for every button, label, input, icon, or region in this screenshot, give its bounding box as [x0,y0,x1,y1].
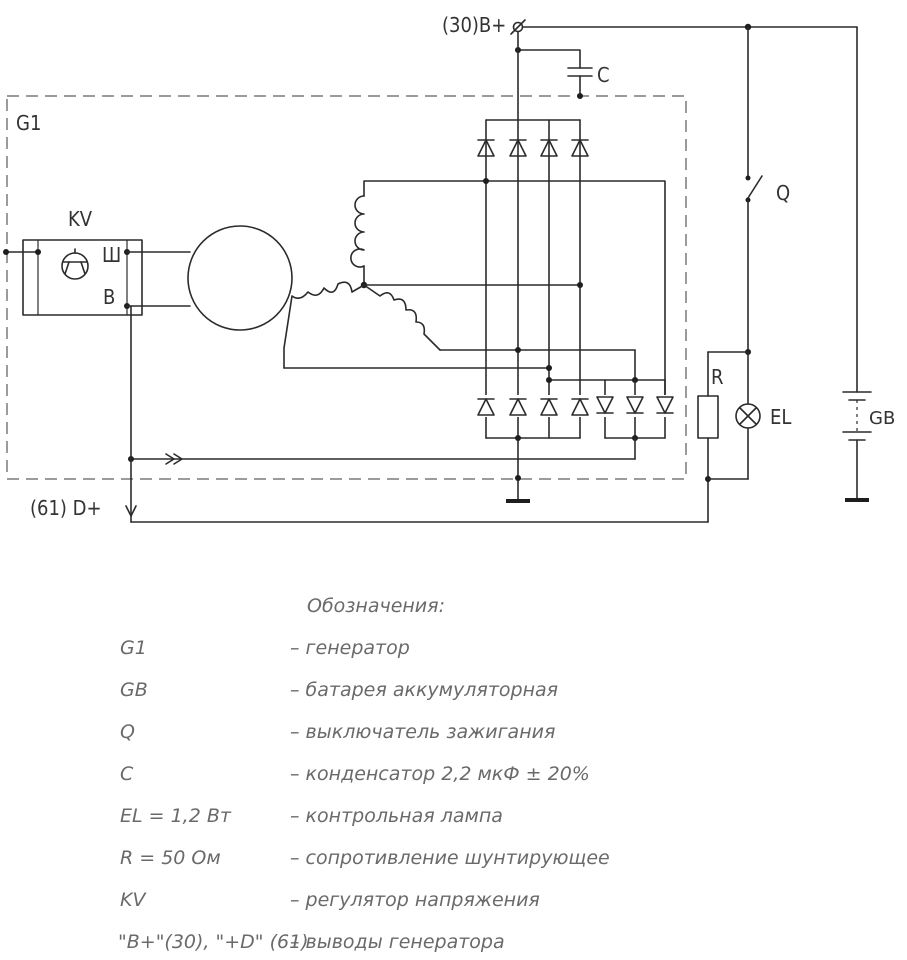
label-r: R [711,365,724,389]
label-b-terminal: В [103,285,115,309]
diode [596,395,614,417]
rotor-winding [187,225,293,331]
diode [540,395,558,417]
stator-winding [283,180,666,407]
legend-key: "В+"(30), "+D" (61) [118,931,309,953]
legend-key: R = 50 Ом [120,847,221,869]
legend-desc: – генератор [290,637,410,659]
diode [571,395,589,417]
legend-desc: – регулятор напряжения [290,889,540,911]
battery-gb [842,26,872,502]
diode [626,395,644,417]
legend-desc: – контрольная лампа [290,805,503,827]
legend-title: Обозначения: [307,595,445,617]
legend-desc: – батарея аккумуляторная [290,679,558,701]
diode [656,395,674,417]
legend-key: C [120,763,134,785]
capacitor-c [517,49,593,99]
legend: Обозначения: G1 – генератор GB – батарея… [118,595,610,953]
label-q: Q [776,181,790,205]
indicator-lamp-el [735,351,761,480]
label-b-plus: (30)B+ [442,13,506,37]
resistor-r [697,395,719,439]
label-d-plus: (61) D+ [30,496,102,520]
negative-diodes [477,395,674,417]
legend-key: GB [120,679,148,701]
legend-key: G1 [120,637,147,659]
positive-diodes [477,119,589,158]
label-kv: KV [68,207,93,231]
legend-key: EL = 1,2 Вт [120,805,232,827]
legend-desc: – выводы генератора [290,931,505,953]
legend-desc: – выключатель зажигания [290,721,555,743]
legend-desc: – сопротивление шунтирующее [290,847,610,869]
legend-key: KV [120,889,147,911]
label-el: EL [770,405,791,429]
label-g1: G1 [16,111,41,135]
diode [509,395,527,417]
label-c: C [597,63,610,87]
legend-desc: – конденсатор 2,2 мкФ ± 20% [290,763,590,785]
legend-key: Q [120,721,135,743]
ignition-switch-q [745,26,763,353]
label-gb: GB [869,408,895,429]
label-sh: Ш [102,243,121,267]
diode [477,395,495,417]
